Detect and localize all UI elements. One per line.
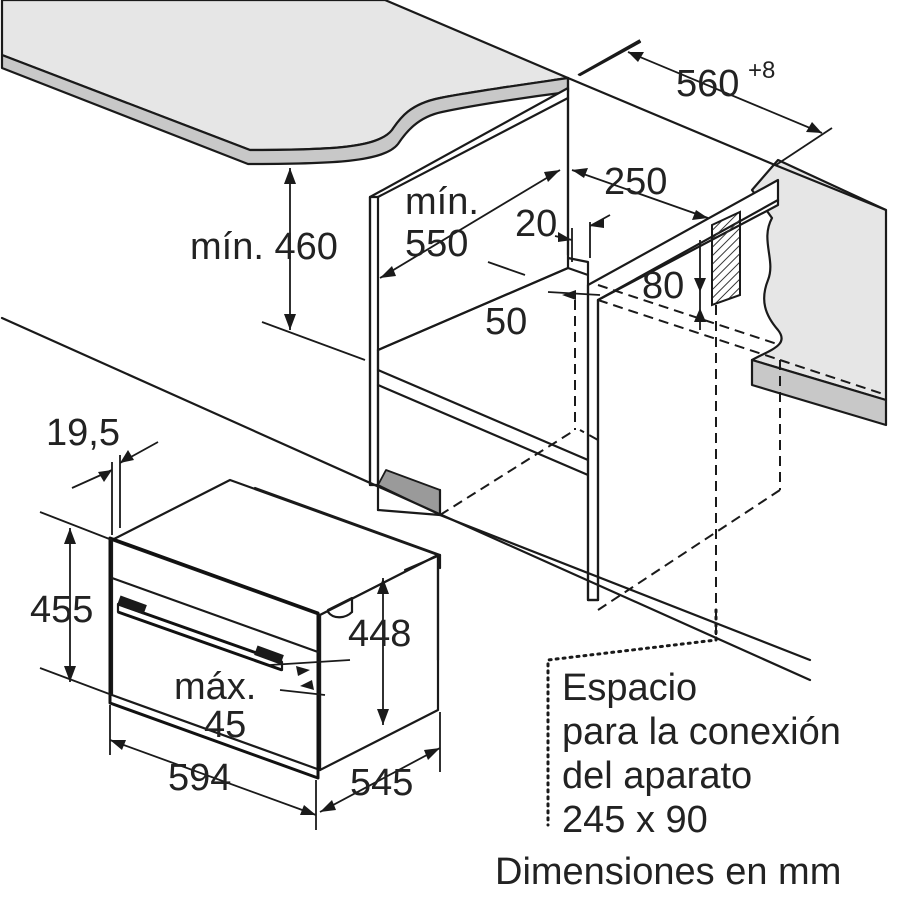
dim-19-5 <box>71 441 159 535</box>
dim-80 <box>694 240 706 330</box>
dim-19-5-label: 19,5 <box>46 412 120 454</box>
connection-note-line2: para la conexión <box>562 711 841 753</box>
dim-45-max-label: máx. <box>174 666 256 708</box>
dim-550-label: 550 <box>405 223 468 265</box>
cabinet-right-panel <box>566 178 780 602</box>
dim-50 <box>547 290 601 300</box>
connection-note-line1: Espacio <box>562 667 697 709</box>
cabinet-left-panel <box>368 86 570 516</box>
oven-appliance <box>108 478 442 780</box>
dim-250 <box>571 168 709 220</box>
hidden-lines <box>439 284 887 640</box>
dim-594-label: 594 <box>168 757 231 799</box>
dim-460 <box>261 168 366 361</box>
connection-leader <box>546 608 718 827</box>
dim-550-min-label: mín. <box>405 181 479 223</box>
dim-20 <box>554 214 611 262</box>
dim-50-label: 50 <box>485 301 527 343</box>
dim-448 <box>377 578 389 725</box>
dim-560-tolerance: +8 <box>748 57 775 84</box>
dim-20-label: 20 <box>515 203 557 245</box>
dim-560 <box>577 39 833 166</box>
connection-note-line4: 245 x 90 <box>562 799 708 841</box>
dim-80-label: 80 <box>642 265 684 307</box>
dim-594 <box>109 705 317 830</box>
dim-45 <box>269 659 351 696</box>
connection-note-line3: del aparato <box>562 755 752 797</box>
dim-545-label: 545 <box>350 762 413 804</box>
dim-250-label: 250 <box>604 161 667 203</box>
right-worktop <box>750 158 888 427</box>
ventilation-opening <box>711 210 741 307</box>
dim-550 <box>379 169 561 279</box>
dim-448-label: 448 <box>348 613 411 655</box>
dim-455-label: 455 <box>30 589 93 631</box>
dim-545 <box>319 712 441 813</box>
dim-455 <box>39 511 113 696</box>
dim-460-label: mín. 460 <box>190 226 338 268</box>
dim-45-label: 45 <box>204 704 246 746</box>
left-worktop <box>0 0 570 166</box>
units-note: Dimensiones en mm <box>495 851 841 893</box>
dim-560-label: 560 <box>676 63 739 105</box>
back-wall-lines <box>566 40 888 257</box>
floor-lines <box>0 316 812 682</box>
